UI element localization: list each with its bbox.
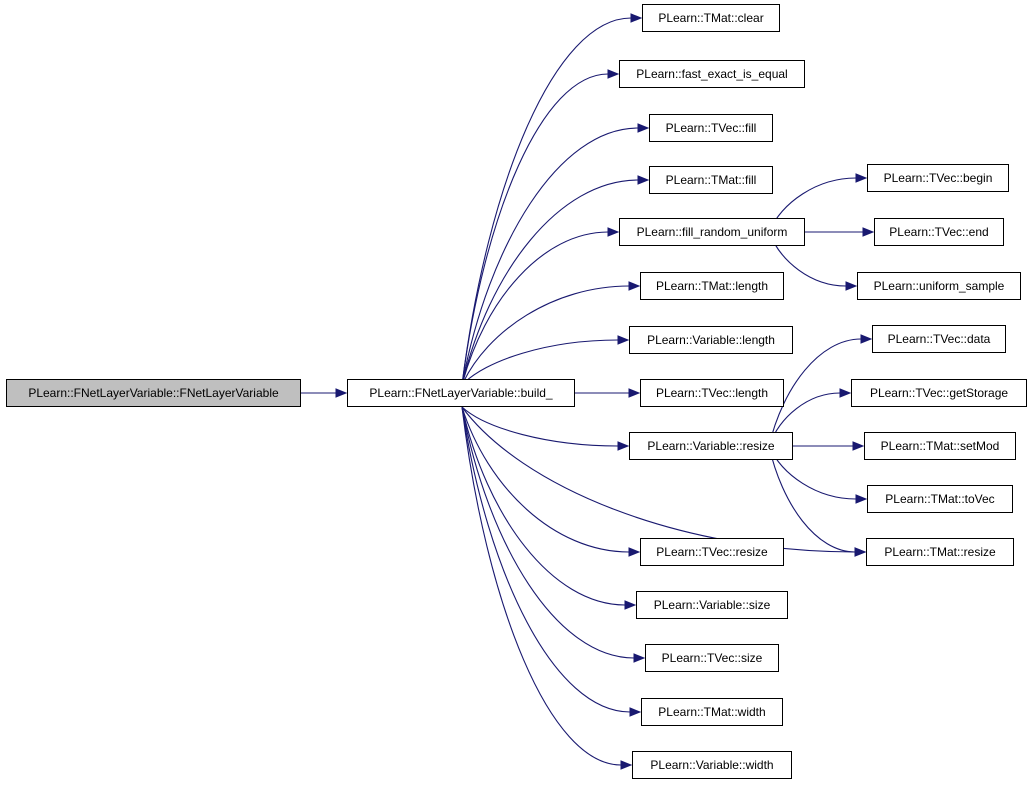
node-tvec-length[interactable]: PLearn::TVec::length [640, 379, 784, 407]
node-uniform-sample[interactable]: PLearn::uniform_sample [857, 272, 1021, 300]
node-tvec-fill[interactable]: PLearn::TVec::fill [649, 114, 773, 142]
edge-arrowhead [624, 600, 637, 610]
edge-build-to-tvec_size [461, 406, 635, 659]
edge-arrowhead [607, 227, 620, 237]
edge-arrowhead [860, 334, 873, 344]
node-tvec-getstorage[interactable]: PLearn::TVec::getStorage [851, 379, 1027, 407]
edge-arrowhead [839, 388, 852, 398]
node-tvec-begin[interactable]: PLearn::TVec::begin [867, 164, 1009, 192]
edge-arrowhead [628, 281, 641, 291]
edge-arrowhead [630, 13, 643, 23]
edge-arrowhead [637, 175, 650, 185]
edge-build-to-var_resize [461, 406, 619, 447]
edge-build-to-fill_random [461, 231, 609, 386]
edge-build-to-tvec_resize [461, 406, 630, 553]
edge-arrowhead [620, 760, 633, 770]
node-variable-resize[interactable]: PLearn::Variable::resize [629, 432, 793, 460]
edge-build-to-tmat_length [461, 285, 630, 386]
edge-arrowhead [852, 441, 865, 451]
node-tvec-end[interactable]: PLearn::TVec::end [874, 218, 1004, 246]
edge-arrowhead [628, 388, 641, 398]
node-fill-random-uniform[interactable]: PLearn::fill_random_uniform [619, 218, 805, 246]
edge-var_resize-to-tvec_data [768, 338, 862, 447]
edge-build-to-tmat_fill [461, 179, 639, 386]
edge-build-to-tmat_width [461, 406, 631, 713]
node-fnetlayervariable-constructor: PLearn::FNetLayerVariable::FNetLayerVari… [6, 379, 301, 407]
edge-build-to-tmat_clear [461, 17, 632, 386]
edge-build-to-var_length [461, 339, 619, 386]
edge-arrowhead [637, 123, 650, 133]
edge-build-to-var_size [461, 406, 626, 606]
edge-arrowhead [617, 441, 630, 451]
node-fast-exact-is-equal[interactable]: PLearn::fast_exact_is_equal [619, 60, 805, 88]
node-tmat-clear[interactable]: PLearn::TMat::clear [642, 4, 780, 32]
edge-arrowhead [617, 335, 630, 345]
edge-build-to-fast_exact [461, 73, 609, 386]
edge-arrowhead [628, 547, 641, 557]
edge-arrowhead [335, 388, 348, 398]
edge-build-to-var_width [461, 406, 622, 766]
edge-arrowhead [633, 653, 646, 663]
node-fnetlayervariable-build[interactable]: PLearn::FNetLayerVariable::build_ [347, 379, 575, 407]
edge-arrowhead [855, 173, 868, 183]
edge-build-to-tvec_fill [461, 127, 639, 386]
node-tvec-resize[interactable]: PLearn::TVec::resize [640, 538, 784, 566]
node-tmat-setmod[interactable]: PLearn::TMat::setMod [864, 432, 1016, 460]
node-tmat-fill[interactable]: PLearn::TMat::fill [649, 166, 773, 194]
node-tmat-length[interactable]: PLearn::TMat::length [640, 272, 784, 300]
node-variable-width[interactable]: PLearn::Variable::width [632, 751, 792, 779]
edge-arrowhead [607, 69, 620, 79]
node-tmat-width[interactable]: PLearn::TMat::width [641, 698, 783, 726]
edge-arrowhead [862, 227, 875, 237]
edge-arrowhead [854, 547, 867, 557]
node-tvec-size[interactable]: PLearn::TVec::size [645, 644, 779, 672]
node-variable-size[interactable]: PLearn::Variable::size [636, 591, 788, 619]
node-tmat-tovec[interactable]: PLearn::TMat::toVec [867, 485, 1013, 513]
edge-var_resize-to-tmat_resize [768, 445, 856, 553]
node-tvec-data[interactable]: PLearn::TVec::data [872, 325, 1006, 353]
node-tmat-resize[interactable]: PLearn::TMat::resize [866, 538, 1014, 566]
node-variable-length[interactable]: PLearn::Variable::length [629, 326, 793, 354]
edge-arrowhead [629, 707, 642, 717]
edge-arrowhead [845, 281, 858, 291]
edge-arrowhead [855, 494, 868, 504]
